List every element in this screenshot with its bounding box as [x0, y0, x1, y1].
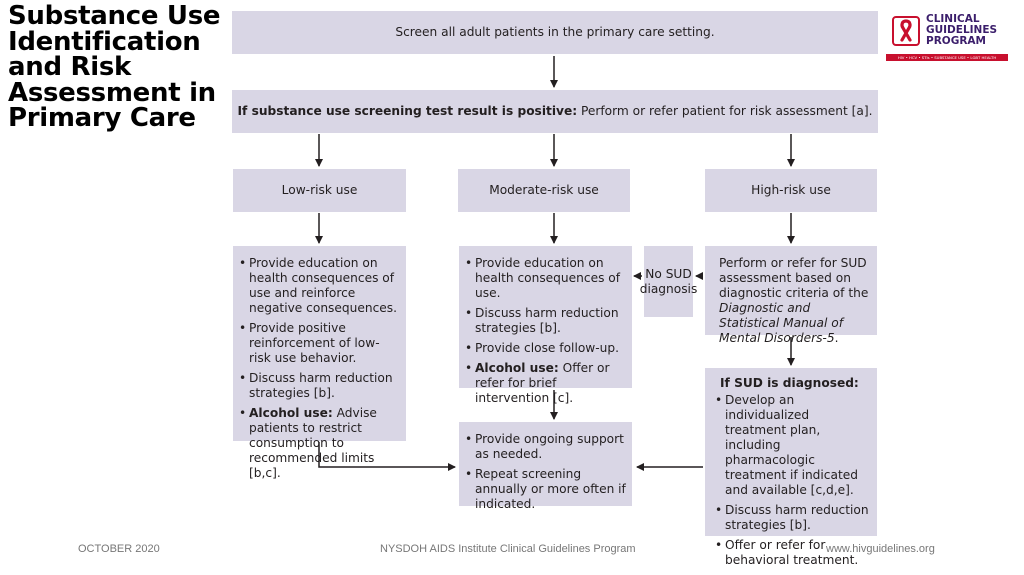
ongoing-item: Provide ongoing support as needed. — [465, 432, 626, 462]
sud-heading: If SUD is diagnosed: — [720, 376, 859, 390]
logo-line-1: CLINICAL — [926, 13, 980, 25]
slide-title: Substance Use Identification and Risk As… — [8, 1, 221, 133]
moderate-risk-label: Moderate-risk use — [489, 183, 599, 197]
positive-rest-text: Perform or refer patient for risk assess… — [577, 104, 873, 118]
sud-action-item: Develop an individualized treatment plan… — [715, 393, 871, 498]
screen-box: Screen all adult patients in the primary… — [232, 11, 878, 54]
low-risk-actions-box: Provide education on health consequences… — [233, 246, 406, 480]
dsm-title: Diagnostic and Statistical Manual of Men… — [719, 301, 843, 345]
no-sud-box: No SUD diagnosis — [640, 246, 697, 317]
sud-action-item: Discuss harm reduction strategies [b]. — [715, 503, 871, 533]
screen-text: Screen all adult patients in the primary… — [395, 25, 715, 39]
no-sud-text: No SUD diagnosis — [639, 266, 698, 296]
footer-url[interactable]: www.hivguidelines.org — [826, 543, 935, 555]
ongoing-support-box: Provide ongoing support as needed. Repea… — [459, 422, 632, 511]
positive-bold-text: If substance use screening test result i… — [237, 104, 578, 118]
moderate-risk-box: Moderate-risk use — [458, 169, 630, 212]
low-action-item: Provide education on health consequences… — [239, 256, 400, 316]
footer-org: NYSDOH AIDS Institute Clinical Guideline… — [380, 543, 636, 555]
clinical-guidelines-logo: CLINICAL GUIDELINES PROGRAM HIV • HCV • … — [886, 12, 1008, 64]
sud-action-item: Offer or refer for behavioral treatment. — [715, 538, 871, 568]
logo-line-2: GUIDELINES — [926, 24, 998, 36]
logo-tagline: HIV • HCV • STIs • SUBSTANCE USE • LGBT … — [886, 54, 1008, 61]
ongoing-item: Repeat screening annually or more often … — [465, 467, 626, 512]
positive-result-box: If substance use screening test result i… — [232, 90, 878, 133]
high-risk-label: High-risk use — [751, 183, 831, 197]
footer-date: OCTOBER 2020 — [78, 543, 160, 555]
moderate-action-item: Alcohol use: Offer or refer for brief in… — [465, 361, 626, 406]
moderate-risk-actions-box: Provide education on health consequences… — [459, 246, 632, 405]
moderate-action-item: Provide education on health consequences… — [465, 256, 626, 301]
ribbon-icon — [892, 16, 920, 46]
sud-diagnosed-box: If SUD is diagnosed: Develop an individu… — [705, 368, 877, 567]
low-action-item: Discuss harm reduction strategies [b]. — [239, 371, 400, 401]
assessment-text-pre: Perform or refer for SUD assessment base… — [719, 256, 869, 300]
logo-text: CLINICAL GUIDELINES PROGRAM — [926, 14, 1010, 47]
high-risk-box: High-risk use — [705, 169, 877, 212]
logo-line-3: PROGRAM — [926, 35, 986, 47]
moderate-action-item: Provide close follow-up. — [465, 341, 626, 356]
moderate-action-item: Discuss harm reduction strategies [b]. — [465, 306, 626, 336]
low-action-item: Provide positive reinforcement of low-ri… — [239, 321, 400, 366]
low-action-item: Alcohol use: Advise patients to restrict… — [239, 406, 400, 481]
sud-assessment-box: Perform or refer for SUD assessment base… — [705, 246, 877, 345]
low-risk-box: Low-risk use — [233, 169, 406, 212]
low-risk-label: Low-risk use — [281, 183, 358, 197]
